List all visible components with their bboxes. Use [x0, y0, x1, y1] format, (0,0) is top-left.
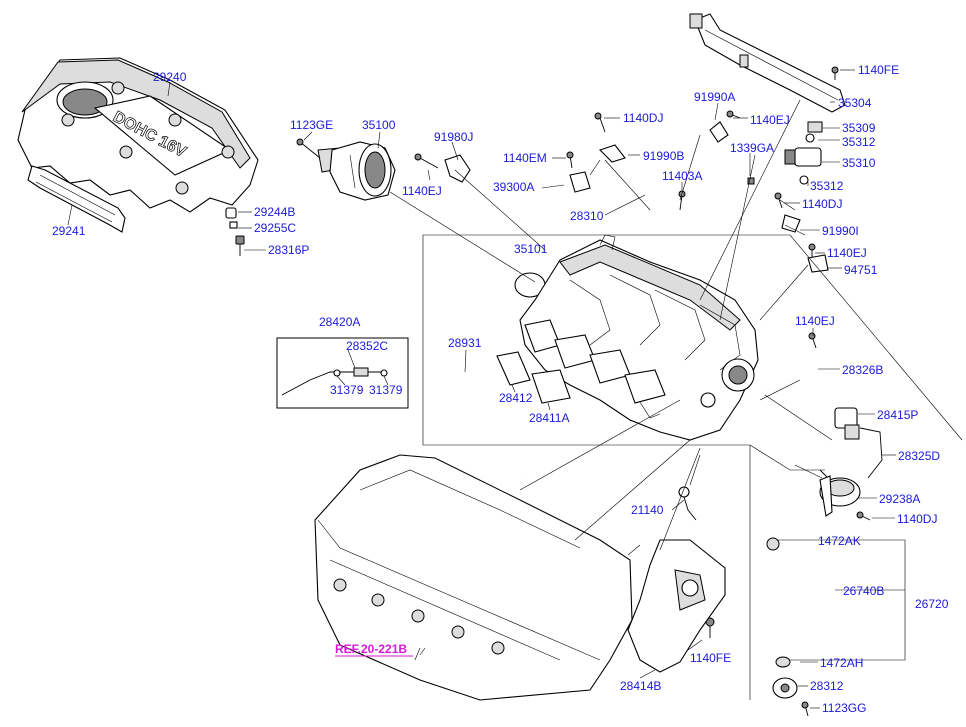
cover-grommet-group	[225, 207, 245, 256]
pcv-valve-28312	[772, 677, 798, 699]
label-11403A[interactable]: 11403A	[662, 169, 702, 183]
label-1123GE[interactable]: 1123GE	[290, 118, 333, 132]
label-28325D[interactable]: 28325D	[898, 449, 940, 463]
manifold-stay-bracket	[627, 539, 726, 673]
gasket-28411A	[531, 369, 571, 404]
label-1472AH[interactable]: 1472AH	[820, 656, 863, 670]
label-28312[interactable]: 28312	[810, 679, 844, 693]
label-35309[interactable]: 35309	[842, 121, 876, 135]
egr-pipe	[767, 366, 841, 409]
label-28411A[interactable]: 28411A	[529, 411, 569, 425]
part-labels: 29240 29241 29244B 29255C 28316P 1123GE …	[52, 63, 949, 715]
label-91990I[interactable]: 91990I	[822, 224, 859, 238]
label-29238A[interactable]: 29238A	[879, 492, 920, 506]
breather-hose	[766, 537, 836, 668]
gasket-28412	[496, 351, 531, 386]
label-29255C[interactable]: 29255C	[254, 221, 296, 235]
label-29241[interactable]: 29241	[52, 224, 86, 238]
label-1140EJ-d[interactable]: 1140EJ	[795, 314, 835, 328]
pcv-hose-small	[281, 367, 388, 396]
label-29244B[interactable]: 29244B	[254, 205, 295, 219]
pcv-hose-large	[431, 370, 526, 480]
label-31379-b[interactable]: 31379	[369, 383, 403, 397]
label-91990B[interactable]: 91990B	[643, 149, 684, 163]
label-1140DJ-b[interactable]: 1140DJ	[802, 197, 842, 211]
label-21140[interactable]: 21140	[631, 503, 664, 517]
label-1140EM[interactable]: 1140EM	[503, 151, 547, 165]
label-1140EJ-b[interactable]: 1140EJ	[750, 113, 790, 127]
label-35312-a[interactable]: 35312	[842, 135, 876, 149]
label-26740B[interactable]: 26740B	[843, 584, 884, 598]
ref-link-cylinder-head[interactable]: REF.20-221B	[335, 642, 407, 656]
label-28931[interactable]: 28931	[448, 336, 482, 350]
fuel-rail	[689, 13, 846, 113]
fasteners	[414, 110, 871, 717]
label-35100[interactable]: 35100	[362, 118, 396, 132]
label-28352C[interactable]: 28352C	[346, 339, 388, 353]
vacuum-actuator	[819, 469, 861, 517]
cylinder-head	[314, 454, 633, 701]
label-35101[interactable]: 35101	[514, 242, 548, 256]
label-35312-b[interactable]: 35312	[810, 179, 844, 193]
label-1339GA[interactable]: 1339GA	[730, 141, 774, 155]
label-leaders	[67, 69, 896, 709]
hose-kit-box	[276, 337, 409, 409]
label-28415P[interactable]: 28415P	[877, 408, 918, 422]
label-28414B[interactable]: 28414B	[620, 679, 661, 693]
leader-lines	[389, 99, 963, 700]
throttle-body	[317, 141, 396, 201]
label-28310[interactable]: 28310	[570, 209, 604, 223]
label-94751[interactable]: 94751	[844, 263, 878, 277]
label-28326B[interactable]: 28326B	[842, 363, 883, 377]
label-1123GG[interactable]: 1123GG	[822, 701, 866, 715]
cover-bracket	[27, 165, 126, 233]
label-91990A[interactable]: 91990A	[694, 90, 735, 104]
label-1140DJ-c[interactable]: 1140DJ	[897, 512, 937, 526]
label-31379-a[interactable]: 31379	[330, 383, 364, 397]
label-28420A[interactable]: 28420A	[319, 315, 360, 329]
label-1140DJ-a[interactable]: 1140DJ	[623, 111, 663, 125]
label-1140EJ-c[interactable]: 1140EJ	[827, 246, 867, 260]
label-35310[interactable]: 35310	[842, 156, 876, 170]
label-28316P[interactable]: 28316P	[268, 243, 309, 257]
injector	[784, 121, 823, 185]
label-1140FE-b[interactable]: 1140FE	[690, 651, 731, 665]
vacuum-hose-28325D	[859, 427, 883, 479]
label-35304[interactable]: 35304	[838, 96, 872, 110]
label-1140EJ-a[interactable]: 1140EJ	[402, 184, 442, 198]
engine-cover: DOHC 16V	[17, 57, 259, 213]
knock-sensor	[678, 486, 697, 521]
label-39300A[interactable]: 39300A	[493, 180, 534, 194]
label-28412[interactable]: 28412	[499, 391, 533, 405]
label-29240[interactable]: 29240	[153, 70, 187, 84]
intake-manifold	[519, 234, 759, 441]
label-1140FE-a[interactable]: 1140FE	[858, 63, 899, 77]
label-1472AK[interactable]: 1472AK	[818, 534, 861, 548]
label-26720[interactable]: 26720	[915, 597, 949, 611]
solenoid-valve	[834, 407, 860, 440]
label-91980J[interactable]: 91980J	[434, 130, 473, 144]
bracket-clips	[444, 121, 829, 273]
